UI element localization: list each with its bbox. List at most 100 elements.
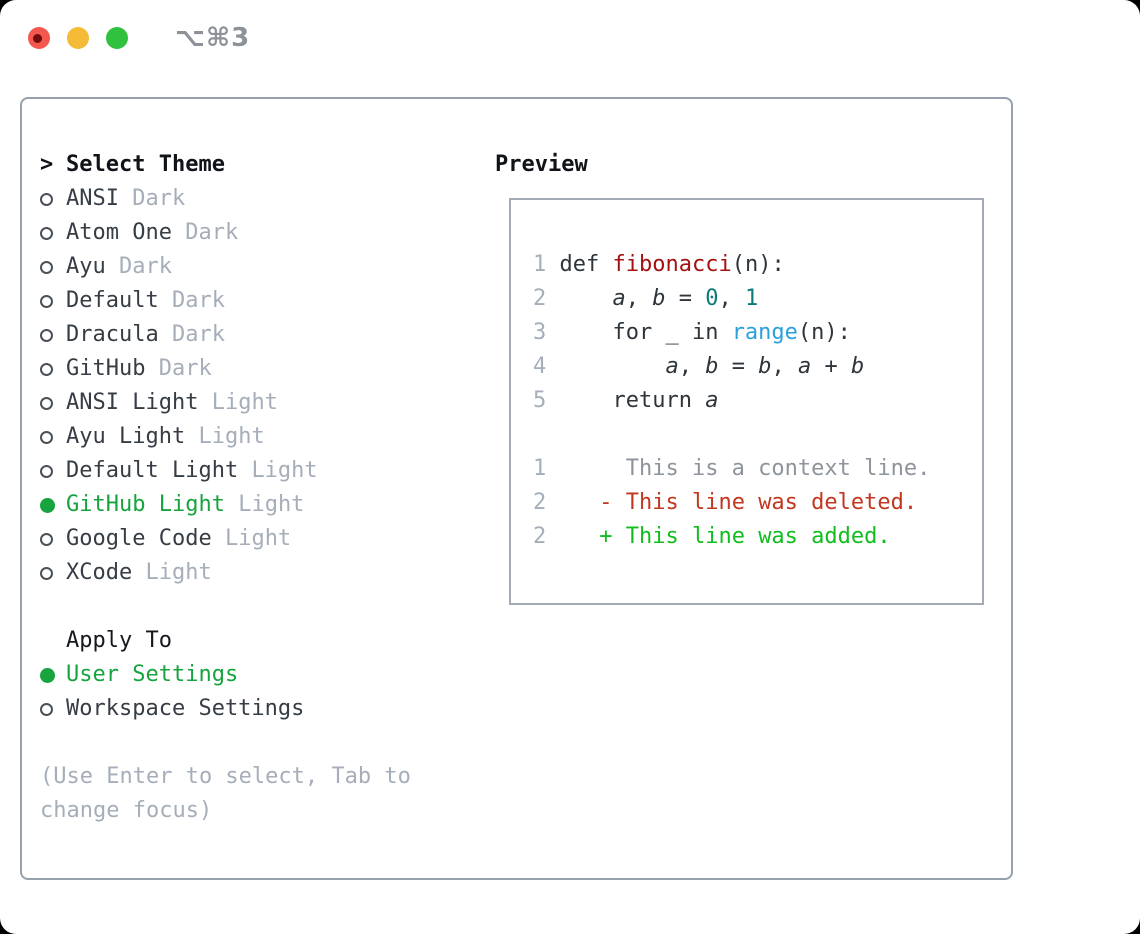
radio-unselected-icon bbox=[40, 702, 66, 716]
spacer bbox=[172, 216, 185, 250]
code-line-4: 4 a, b = b, a + b bbox=[533, 350, 982, 384]
theme-option-ansi-light[interactable]: ANSI Light Light bbox=[40, 386, 474, 420]
theme-option-label: Default Light bbox=[66, 458, 239, 483]
radio-unselected-icon bbox=[40, 566, 66, 580]
theme-option-default[interactable]: Default Dark bbox=[40, 284, 474, 318]
line-number: 3 bbox=[533, 320, 547, 345]
variant-tag: Dark bbox=[119, 254, 172, 279]
theme-option-label: Atom One bbox=[66, 220, 172, 245]
theme-option-ayu[interactable]: Ayu Dark bbox=[40, 250, 474, 284]
preview-diff-block: 1 This is a context line.2 - This line w… bbox=[533, 452, 982, 554]
theme-option-label: GitHub bbox=[66, 356, 146, 381]
apply-option-user-settings[interactable]: User Settings bbox=[40, 658, 474, 692]
minimize-button[interactable] bbox=[67, 27, 89, 49]
variant-tag: Light bbox=[198, 424, 265, 449]
apply-option-label: Workspace Settings bbox=[66, 696, 305, 721]
theme-option-xcode[interactable]: XCode Light bbox=[40, 556, 474, 590]
line-number: 1 bbox=[533, 252, 547, 277]
title-bar: ⌥⌘3 bbox=[28, 23, 250, 53]
circle-outline-icon bbox=[40, 362, 53, 376]
line-number: 2 bbox=[533, 490, 547, 515]
code-token: a bbox=[665, 354, 679, 379]
spacer bbox=[546, 388, 559, 413]
code-token: = bbox=[665, 286, 706, 311]
radio-unselected-icon bbox=[40, 396, 66, 410]
theme-option-default-light[interactable]: Default Light Light bbox=[40, 454, 474, 488]
circle-outline-icon bbox=[40, 294, 53, 308]
circle-outline-icon bbox=[40, 430, 53, 444]
spacer bbox=[546, 456, 559, 481]
circle-outline-icon bbox=[40, 566, 53, 580]
code-token: b bbox=[850, 354, 865, 379]
variant-tag: Dark bbox=[171, 322, 225, 347]
theme-option-label: ANSI Light bbox=[66, 390, 199, 415]
variant-tag: Light bbox=[224, 526, 292, 551]
code-token: 1 bbox=[744, 286, 759, 311]
variant-tag: Light bbox=[145, 560, 212, 585]
code-token: = bbox=[718, 354, 759, 379]
spacer bbox=[546, 524, 559, 549]
spacer bbox=[198, 386, 211, 420]
code-token: (n): bbox=[731, 252, 785, 277]
radio-unselected-icon bbox=[40, 192, 66, 206]
code-token: + bbox=[811, 354, 851, 379]
spacer bbox=[546, 252, 559, 277]
code-token: , bbox=[678, 354, 706, 379]
spacer bbox=[119, 182, 132, 216]
code-token: b bbox=[652, 286, 666, 311]
zoom-button[interactable] bbox=[106, 27, 128, 49]
spacer bbox=[106, 250, 119, 284]
theme-option-github[interactable]: GitHub Dark bbox=[40, 352, 474, 386]
variant-tag: Dark bbox=[171, 288, 225, 313]
code-token: fibonacci bbox=[612, 252, 732, 277]
radio-unselected-icon bbox=[40, 464, 66, 478]
theme-option-google-code[interactable]: Google Code Light bbox=[40, 522, 474, 556]
spacer bbox=[185, 420, 198, 454]
theme-option-label: Ayu Light bbox=[66, 424, 186, 449]
theme-option-atom-one[interactable]: Atom One Dark bbox=[40, 216, 474, 250]
theme-option-label: Ayu bbox=[66, 254, 106, 279]
circle-outline-icon bbox=[40, 226, 53, 240]
code-token: b bbox=[705, 354, 719, 379]
theme-option-ayu-light[interactable]: Ayu Light Light bbox=[40, 420, 474, 454]
code-token: a bbox=[612, 286, 626, 311]
theme-option-label: Google Code bbox=[66, 526, 212, 551]
theme-option-ansi[interactable]: ANSI Dark bbox=[40, 182, 474, 216]
code-token: for _ in bbox=[559, 320, 732, 345]
code-line-2: 2 a, b = 0, 1 bbox=[533, 282, 982, 316]
select-theme-title: Select Theme bbox=[66, 152, 225, 177]
code-token: return bbox=[559, 388, 706, 413]
code-token: + This line was added. bbox=[599, 524, 891, 549]
circle-outline-icon bbox=[40, 396, 53, 410]
spacer bbox=[546, 286, 559, 311]
spacer bbox=[225, 488, 238, 522]
theme-option-github-light[interactable]: GitHub Light Light bbox=[40, 488, 474, 522]
theme-option-dracula[interactable]: Dracula Dark bbox=[40, 318, 474, 352]
spacer bbox=[546, 320, 559, 345]
apply-option-workspace-settings[interactable]: Workspace Settings bbox=[40, 692, 474, 726]
spacer bbox=[159, 318, 172, 352]
spacer bbox=[145, 352, 158, 386]
variant-tag: Dark bbox=[158, 356, 212, 381]
line-number: 1 bbox=[533, 456, 547, 481]
theme-option-label: XCode bbox=[66, 560, 133, 585]
code-token: , bbox=[718, 286, 745, 311]
variant-tag: Light bbox=[251, 458, 318, 483]
unsaved-dot-icon bbox=[33, 34, 42, 43]
code-token: b bbox=[758, 354, 772, 379]
radio-unselected-icon bbox=[40, 532, 66, 546]
spacer bbox=[238, 454, 251, 488]
code-line-3: 3 for _ in range(n): bbox=[533, 316, 982, 350]
code-token bbox=[560, 354, 666, 379]
close-button[interactable] bbox=[28, 27, 50, 49]
code-token bbox=[560, 490, 600, 515]
spacer bbox=[546, 490, 559, 515]
variant-tag: Dark bbox=[185, 220, 239, 245]
radio-unselected-icon bbox=[40, 430, 66, 444]
line-number: 5 bbox=[533, 388, 547, 413]
